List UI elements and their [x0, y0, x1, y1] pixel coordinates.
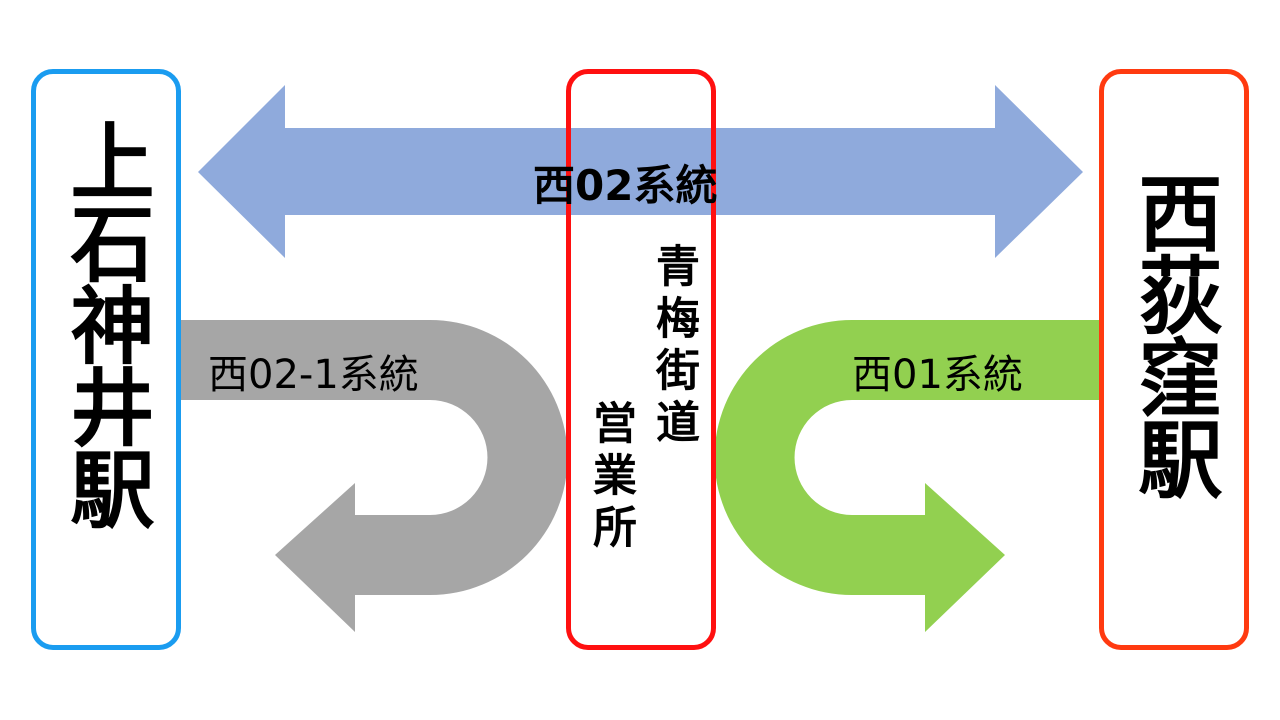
- station-name-nishi-ogikubo: 西荻窪駅: [1125, 170, 1223, 498]
- route-nishi01-uturn-arrow: [714, 320, 1100, 632]
- station-box-ome-kaido-depot: [566, 69, 716, 650]
- route-label-nishi02-1: 西02-1系統: [208, 352, 419, 398]
- station-box-nishi-ogikubo: [1099, 69, 1249, 650]
- route-label-nishi02: 西02系統: [533, 161, 718, 210]
- route-nishi02-double-arrow: [198, 85, 1083, 258]
- station-box-kami-shakujii: [31, 69, 181, 650]
- depot-name-line1: 青梅街道: [648, 243, 699, 451]
- depot-name-line2: 営業所: [585, 400, 636, 556]
- route-label-nishi01: 西01系統: [852, 352, 1023, 398]
- station-name-kami-shakujii: 上石神井駅: [57, 118, 155, 528]
- route-nishi02-1-uturn-arrow: [180, 320, 568, 632]
